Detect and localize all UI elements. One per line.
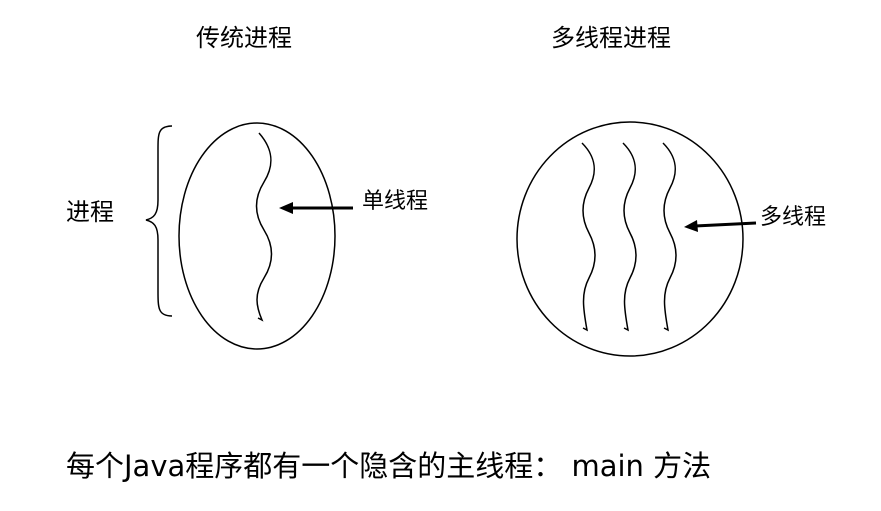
thread-line-3 [662,142,677,332]
multi-thread-arrowhead [684,220,698,232]
traditional-process-ellipse [178,122,336,350]
multi-thread-label: 多线程 [760,205,827,230]
process-label: 进程 [66,198,114,226]
multi-thread-arrow-line [694,221,757,228]
caption-text: 每个Java程序都有一个隐含的主线程： main 方法 [66,449,712,483]
process-brace [145,125,173,317]
single-thread-label: 单线程 [362,189,429,214]
single-thread-arrowhead [279,202,293,214]
multithread-process-circle [516,121,744,357]
thread-line-1 [581,142,596,332]
single-thread-line [255,132,273,322]
traditional-process-title: 传统进程 [196,24,292,52]
multithread-process-title: 多线程进程 [551,24,671,52]
thread-line-2 [622,142,637,332]
